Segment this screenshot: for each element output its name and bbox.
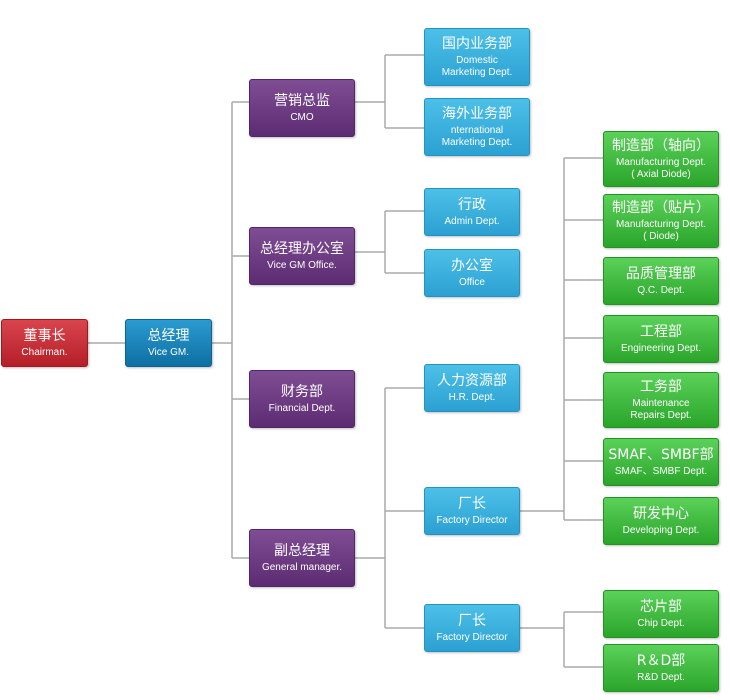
- node-subtitle: General manager.: [261, 561, 343, 573]
- node-subtitle: Developing Dept.: [622, 524, 700, 536]
- node-title: 行政: [458, 196, 486, 213]
- node-chip: 芯片部 Chip Dept.: [603, 590, 719, 638]
- node-subtitle: Domestic Marketing Dept.: [441, 54, 513, 78]
- node-hr: 人力资源部 H.R. Dept.: [424, 364, 520, 412]
- node-title: 副总经理: [274, 542, 330, 559]
- node-title: 人力资源部: [437, 372, 507, 389]
- node-subtitle: Financial Dept.: [268, 402, 336, 414]
- node-vice-gm: 总经理 Vice GM.: [125, 319, 212, 367]
- node-subtitle: Factory Director: [436, 514, 508, 526]
- node-smaf-smbf: SMAF、SMBF部 SMAF、SMBF Dept.: [603, 438, 719, 486]
- node-admin: 行政 Admin Dept.: [424, 188, 520, 236]
- node-title: 品质管理部: [626, 265, 696, 282]
- node-office: 办公室 Office: [424, 249, 520, 297]
- node-deputy-gm: 副总经理 General manager.: [249, 529, 355, 587]
- node-cmo: 营销总监 CMO: [249, 79, 355, 137]
- node-title: 制造部（贴片）: [612, 199, 710, 216]
- node-title: 总经理办公室: [260, 240, 344, 257]
- node-title: 财务部: [281, 383, 323, 400]
- node-finance: 财务部 Financial Dept.: [249, 370, 355, 428]
- node-international: 海外业务部 nternational Marketing Dept.: [424, 98, 530, 156]
- node-maintenance: 工务部 Maintenance Repairs Dept.: [603, 372, 719, 428]
- node-mfg-smd: 制造部（贴片） Manufacturing Dept. ( Diode): [603, 194, 719, 248]
- node-subtitle: Vice GM.: [148, 346, 189, 358]
- node-title: R＆D部: [636, 652, 686, 669]
- node-title: 海外业务部: [442, 105, 512, 122]
- node-subtitle: Office: [459, 276, 485, 288]
- node-subtitle: Chip Dept.: [637, 617, 685, 629]
- node-subtitle: Maintenance Repairs Dept.: [630, 397, 692, 421]
- node-title: 厂长: [458, 495, 486, 512]
- node-rnd: R＆D部 R&D Dept.: [603, 644, 719, 692]
- node-title: 国内业务部: [442, 35, 512, 52]
- node-title: 研发中心: [633, 505, 689, 522]
- node-subtitle: Engineering Dept.: [620, 342, 702, 354]
- node-subtitle: Manufacturing Dept. ( Axial Diode): [615, 156, 707, 180]
- node-subtitle: Factory Director: [436, 631, 508, 643]
- node-engineering: 工程部 Engineering Dept.: [603, 315, 719, 363]
- node-title: 办公室: [451, 257, 493, 274]
- node-title: 制造部（轴向）: [612, 137, 710, 154]
- node-title: 总经理: [147, 327, 190, 344]
- node-qc: 品质管理部 Q.C. Dept.: [603, 257, 719, 305]
- node-title: 董事长: [23, 327, 66, 344]
- node-subtitle: nternational Marketing Dept.: [441, 124, 513, 148]
- node-developing: 研发中心 Developing Dept.: [603, 497, 719, 545]
- node-subtitle: Manufacturing Dept. ( Diode): [615, 218, 707, 242]
- node-domestic: 国内业务部 Domestic Marketing Dept.: [424, 28, 530, 86]
- node-subtitle: R&D Dept.: [637, 671, 685, 683]
- node-chairman: 董事长 Chairman.: [1, 319, 88, 367]
- node-subtitle: Chairman.: [21, 346, 68, 358]
- node-subtitle: H.R. Dept.: [448, 391, 496, 403]
- node-subtitle: Q.C. Dept.: [637, 284, 685, 296]
- node-gm-office: 总经理办公室 Vice GM Office.: [249, 227, 355, 285]
- node-subtitle: Admin Dept.: [444, 215, 500, 227]
- node-factory-director-2: 厂长 Factory Director: [424, 604, 520, 652]
- node-subtitle: Vice GM Office.: [267, 259, 337, 271]
- node-title: 工程部: [640, 323, 682, 340]
- node-title: SMAF、SMBF部: [608, 446, 714, 463]
- node-subtitle: SMAF、SMBF Dept.: [614, 465, 708, 477]
- node-subtitle: CMO: [290, 111, 314, 123]
- node-title: 营销总监: [274, 92, 330, 109]
- node-title: 芯片部: [640, 598, 682, 615]
- node-title: 厂长: [458, 612, 486, 629]
- node-title: 工务部: [640, 378, 682, 395]
- node-mfg-axial: 制造部（轴向） Manufacturing Dept. ( Axial Diod…: [603, 131, 719, 187]
- node-factory-director-1: 厂长 Factory Director: [424, 487, 520, 535]
